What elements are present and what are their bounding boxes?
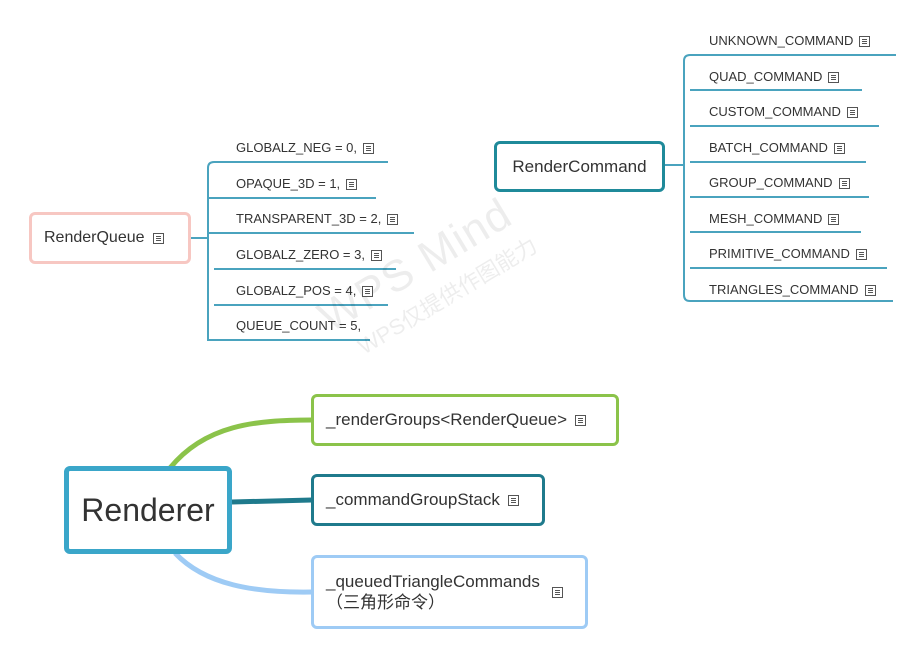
note-icon[interactable] xyxy=(855,248,867,260)
note-icon[interactable] xyxy=(828,71,840,83)
note-icon[interactable] xyxy=(846,106,858,118)
command-item-label: MESH_COMMAND xyxy=(709,211,823,226)
note-icon[interactable] xyxy=(362,285,374,297)
note-icon[interactable] xyxy=(507,494,519,506)
node-queued-triangle-commands-sublabel: （三角形命令） xyxy=(326,593,445,612)
note-icon[interactable] xyxy=(833,142,845,154)
node-render-groups[interactable]: _renderGroups<RenderQueue> xyxy=(311,394,619,446)
note-icon[interactable] xyxy=(575,414,586,426)
queue-item-label: QUEUE_COUNT = 5, xyxy=(236,318,362,333)
node-queued-triangle-commands-text: _queuedTriangleCommands （三角形命令） xyxy=(326,571,540,613)
command-item[interactable]: GROUP_COMMAND xyxy=(709,173,850,193)
queue-item-label: GLOBALZ_NEG = 0, xyxy=(236,140,358,155)
command-item-label: GROUP_COMMAND xyxy=(709,175,833,190)
queue-item[interactable]: OPAQUE_3D = 1, xyxy=(236,174,358,194)
command-item-label: PRIMITIVE_COMMAND xyxy=(709,246,850,261)
node-queued-triangle-commands-label: _queuedTriangleCommands xyxy=(326,572,540,591)
note-icon[interactable] xyxy=(152,232,164,244)
command-item[interactable]: UNKNOWN_COMMAND xyxy=(709,31,871,51)
note-icon[interactable] xyxy=(864,284,876,296)
note-icon[interactable] xyxy=(370,249,382,261)
queue-item-label: GLOBALZ_ZERO = 3, xyxy=(236,247,365,262)
command-item-label: QUAD_COMMAND xyxy=(709,69,823,84)
queue-item[interactable]: GLOBALZ_ZERO = 3, xyxy=(236,245,382,265)
node-command-group-stack[interactable]: _commandGroupStack xyxy=(311,474,545,526)
command-item[interactable]: PRIMITIVE_COMMAND xyxy=(709,244,867,264)
note-icon[interactable] xyxy=(828,213,840,225)
node-render-command[interactable]: RenderCommand xyxy=(494,141,665,192)
note-icon[interactable] xyxy=(551,586,563,598)
note-icon[interactable] xyxy=(838,177,850,189)
queue-item[interactable]: QUEUE_COUNT = 5, xyxy=(236,316,361,336)
node-render-command-label: RenderCommand xyxy=(512,156,647,176)
queue-item[interactable]: GLOBALZ_POS = 4, xyxy=(236,281,374,301)
command-item[interactable]: QUAD_COMMAND xyxy=(709,67,840,87)
node-queued-triangle-commands[interactable]: _queuedTriangleCommands （三角形命令） xyxy=(311,555,588,629)
command-item-label: CUSTOM_COMMAND xyxy=(709,104,841,119)
queue-item[interactable]: TRANSPARENT_3D = 2, xyxy=(236,209,399,229)
root-node-label: Renderer xyxy=(81,491,215,528)
node-render-queue-label: RenderQueue xyxy=(44,229,145,246)
command-item[interactable]: CUSTOM_COMMAND xyxy=(709,102,858,122)
node-render-queue[interactable]: RenderQueue xyxy=(29,212,191,264)
queue-item-label: OPAQUE_3D = 1, xyxy=(236,176,341,191)
root-node-renderer[interactable]: Renderer xyxy=(64,466,232,554)
node-command-group-stack-label: _commandGroupStack xyxy=(326,490,500,509)
note-icon[interactable] xyxy=(363,142,375,154)
node-render-groups-label: _renderGroups<RenderQueue> xyxy=(326,410,567,429)
queue-item-label: GLOBALZ_POS = 4, xyxy=(236,283,357,298)
queue-item[interactable]: GLOBALZ_NEG = 0, xyxy=(236,138,375,158)
command-item[interactable]: BATCH_COMMAND xyxy=(709,138,845,158)
command-item-label: BATCH_COMMAND xyxy=(709,140,828,155)
command-item-label: TRIANGLES_COMMAND xyxy=(709,282,859,297)
command-item-label: UNKNOWN_COMMAND xyxy=(709,33,854,48)
command-item[interactable]: MESH_COMMAND xyxy=(709,209,840,229)
note-icon[interactable] xyxy=(346,178,358,190)
note-icon[interactable] xyxy=(387,213,399,225)
note-icon[interactable] xyxy=(859,35,871,47)
command-item[interactable]: TRIANGLES_COMMAND xyxy=(709,280,876,300)
queue-item-label: TRANSPARENT_3D = 2, xyxy=(236,211,382,226)
